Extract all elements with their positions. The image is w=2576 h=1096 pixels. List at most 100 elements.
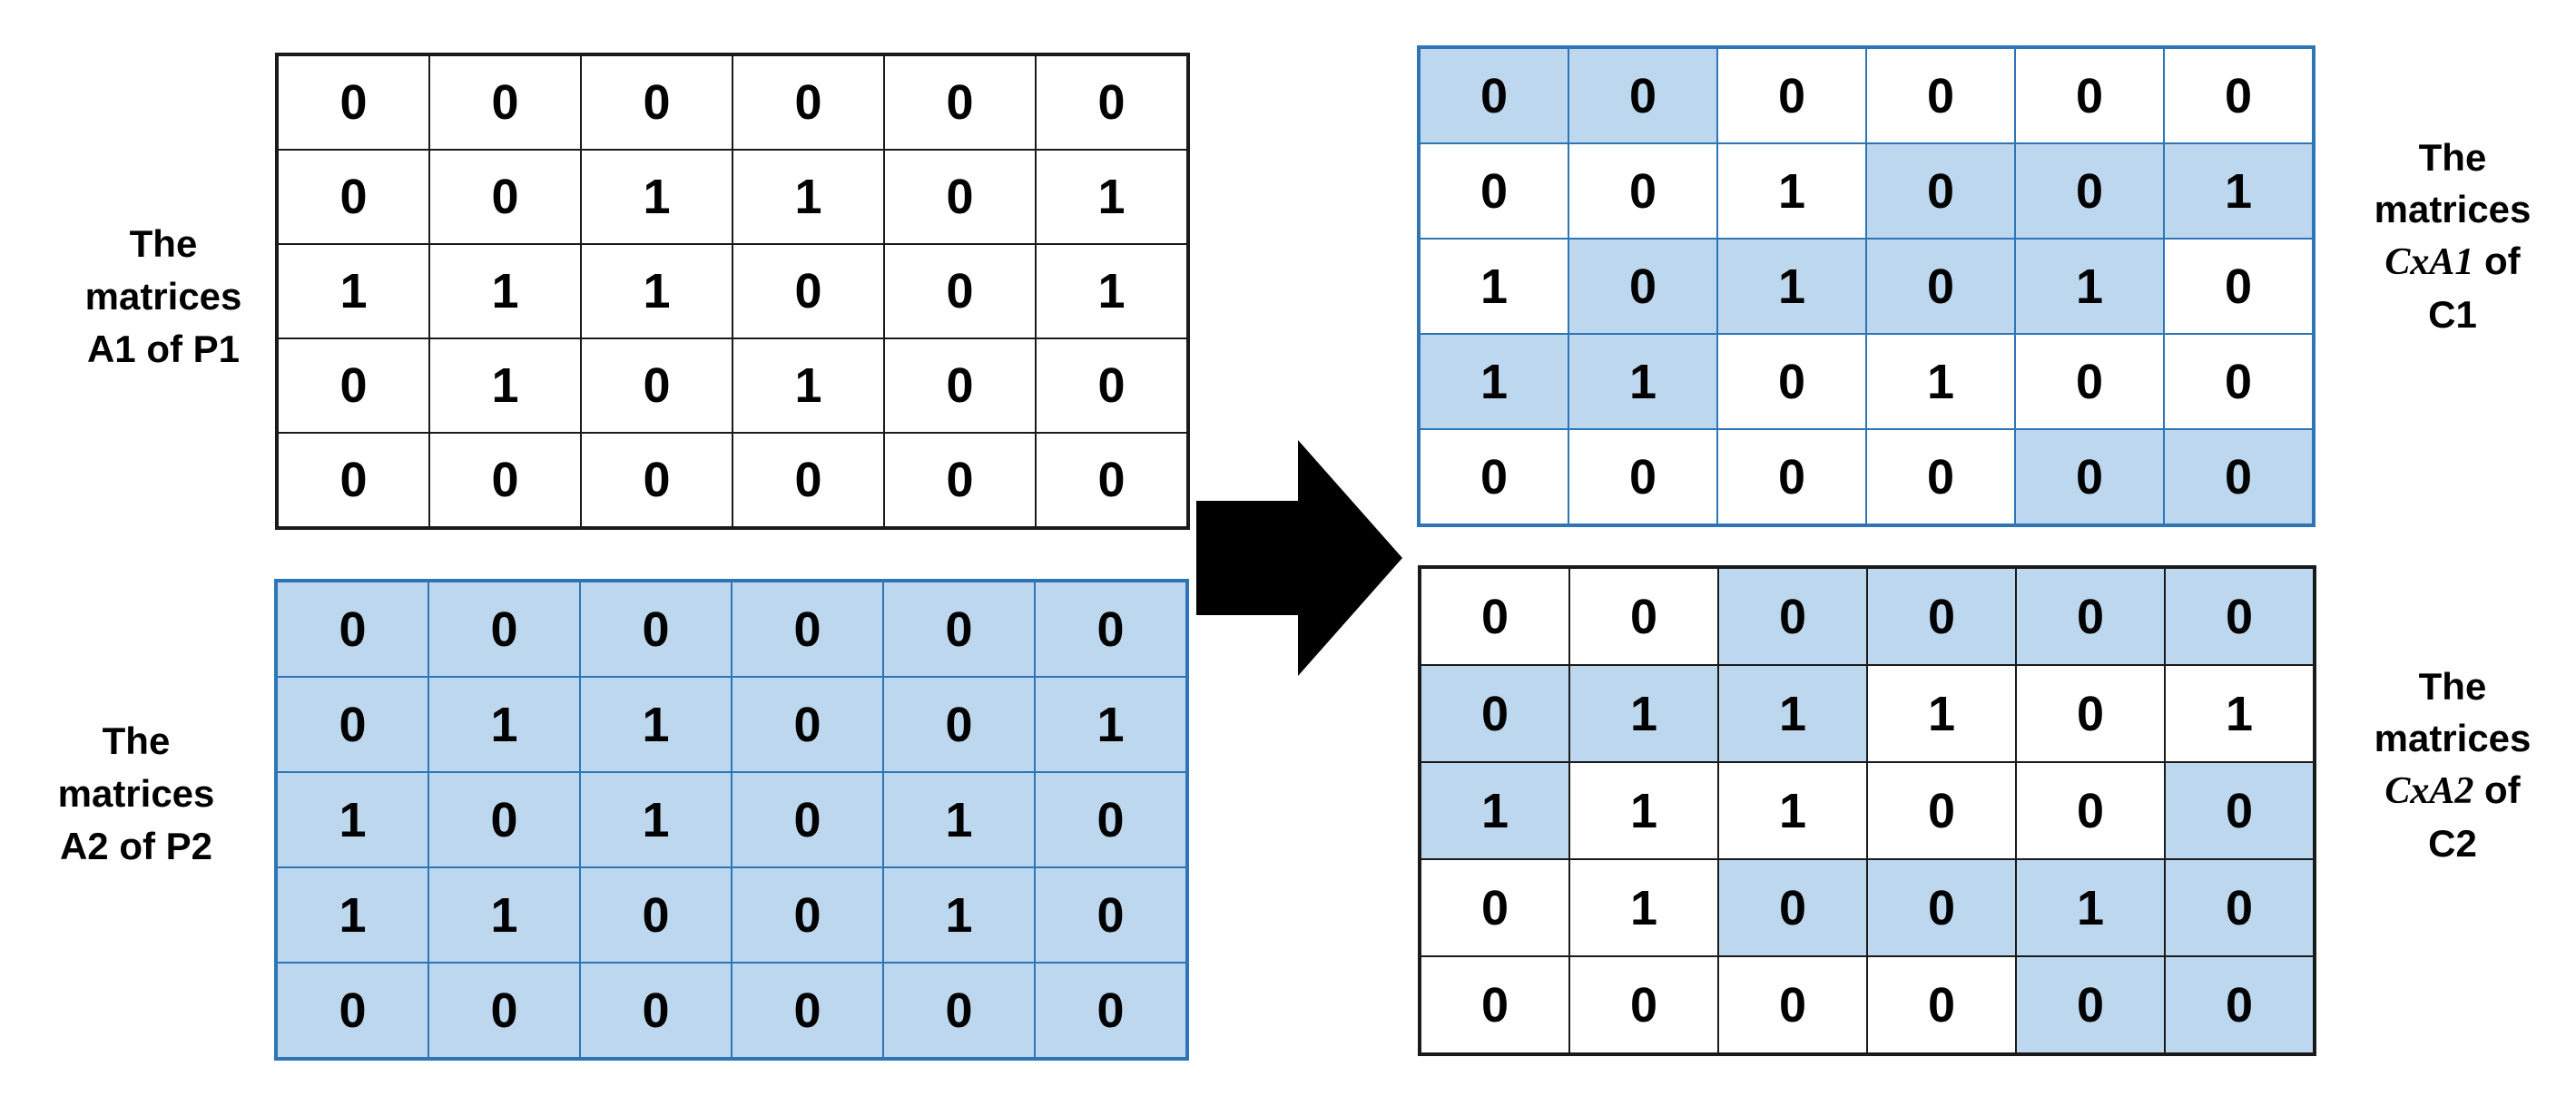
matrix-cell: 1: [1718, 762, 1867, 859]
matrix-cell: 1: [1866, 334, 2015, 429]
matrix-cell: 0: [1866, 429, 2015, 524]
matrix-cell: 0: [278, 150, 429, 244]
matrix-cell: 0: [2165, 956, 2314, 1053]
matrix-cell: 0: [2015, 334, 2164, 429]
matrix-cell: 0: [884, 244, 1036, 338]
matrix-cell: 1: [1568, 334, 1717, 429]
matrix-cell: 0: [2016, 665, 2165, 762]
matrix-cell: 1: [1420, 334, 1568, 429]
matrix-cell: 0: [1569, 568, 1718, 665]
matrix-cell: 0: [1035, 772, 1186, 867]
label-line: matrices: [57, 772, 215, 815]
matrix-cell: 0: [1717, 334, 1866, 429]
matrix-cell: 1: [1569, 762, 1718, 859]
matrix-cell: 0: [2165, 568, 2314, 665]
matrix-cell: 0: [1421, 568, 1569, 665]
matrix-cell: 0: [732, 867, 883, 963]
matrix-cell: 1: [428, 867, 580, 963]
matrix-cell: 0: [1866, 48, 2015, 143]
label-line: The: [2418, 665, 2487, 708]
matrix-cell: 0: [429, 55, 581, 150]
matrix-cell: 0: [732, 433, 884, 527]
matrix-cell: 0: [581, 338, 732, 433]
matrix-cell: 0: [277, 582, 428, 677]
matrix-cell: 0: [2165, 762, 2314, 859]
matrix-cell: 0: [1866, 143, 2015, 239]
matrix-cell: 0: [580, 963, 732, 1058]
matrix-cell: 0: [1718, 568, 1867, 665]
matrix-cell: 0: [883, 963, 1035, 1058]
matrix-cell: 0: [732, 582, 883, 677]
matrix-cell: 0: [732, 963, 883, 1058]
matrix-cell: 0: [1420, 429, 1568, 524]
matrix-cell: 0: [429, 150, 581, 244]
matrix-cell: 1: [580, 772, 732, 867]
matrix-cell: 1: [1036, 244, 1187, 338]
matrix-cell: 0: [2164, 429, 2313, 524]
matrix-cell: 0: [1421, 956, 1569, 1053]
matrix-cell: 0: [1866, 239, 2015, 334]
matrix-cell: 0: [2165, 859, 2314, 956]
matrix-cell: 0: [884, 55, 1036, 150]
matrix-cell: 0: [428, 582, 580, 677]
matrix-cell: 0: [1420, 48, 1568, 143]
matrix-cell: 0: [1421, 859, 1569, 956]
matrix-cell: 0: [1568, 239, 1717, 334]
matrix-cell: 0: [884, 433, 1036, 527]
matrix-cell: 0: [883, 677, 1035, 772]
matrix-cell: 0: [278, 338, 429, 433]
matrix-cell: 0: [277, 963, 428, 1058]
label-line: A1 of P1: [86, 328, 241, 370]
matrix-cell: 0: [732, 55, 884, 150]
matrix-cell: 0: [428, 772, 580, 867]
matrix-cell: 0: [2015, 48, 2164, 143]
matrix-cell: 0: [2015, 429, 2164, 524]
matrix-cell: 1: [883, 772, 1035, 867]
matrix-cell: 1: [278, 244, 429, 338]
matrix-cell: 0: [580, 582, 732, 677]
matrix-cell: 0: [2016, 956, 2165, 1053]
matrix-cell: 1: [1421, 762, 1569, 859]
matrix-cell: 1: [1717, 239, 1866, 334]
matrix-cell: 1: [277, 772, 428, 867]
matrix-cell: 0: [278, 433, 429, 527]
label-line: CxA1 of: [2384, 240, 2521, 283]
matrix-cell: 0: [1568, 143, 1717, 239]
matrix-cell: 0: [1036, 55, 1187, 150]
matrix-cell: 0: [428, 963, 580, 1058]
matrix-cell: 0: [277, 677, 428, 772]
matrix-cell: 0: [732, 244, 884, 338]
matrix-cell: 0: [1420, 143, 1568, 239]
label-line: matrices: [2374, 717, 2532, 759]
matrix-cell: 0: [1036, 433, 1187, 527]
matrix-cell: 1: [1036, 150, 1187, 244]
matrix-cell: 0: [1035, 582, 1186, 677]
matrix-cell: 1: [581, 150, 732, 244]
matrix-cell: 0: [1035, 963, 1186, 1058]
matrix-cell: 0: [732, 677, 883, 772]
matrix-cell: 0: [732, 772, 883, 867]
matrix-cell: 1: [883, 867, 1035, 963]
matrix-cell: 1: [1718, 665, 1867, 762]
crossover-arrow-icon: [1196, 440, 1402, 676]
matrix-cell: 0: [884, 338, 1036, 433]
matrix-cell: 0: [2164, 334, 2313, 429]
label-line: The: [102, 719, 171, 762]
matrix-cell: 0: [1717, 429, 1866, 524]
matrix-cell: 1: [1717, 143, 1866, 239]
matrix-cell: 0: [581, 55, 732, 150]
matrix-cell: 0: [1568, 48, 1717, 143]
matrix-cell: 0: [1421, 665, 1569, 762]
matrix-cell: 0: [1569, 956, 1718, 1053]
matrix-cell: 0: [1867, 762, 2016, 859]
matrix-cell: 1: [2015, 239, 2164, 334]
matrix-cell: 1: [277, 867, 428, 963]
matrix-cell: 0: [1867, 859, 2016, 956]
matrix-cell: 0: [1717, 48, 1866, 143]
